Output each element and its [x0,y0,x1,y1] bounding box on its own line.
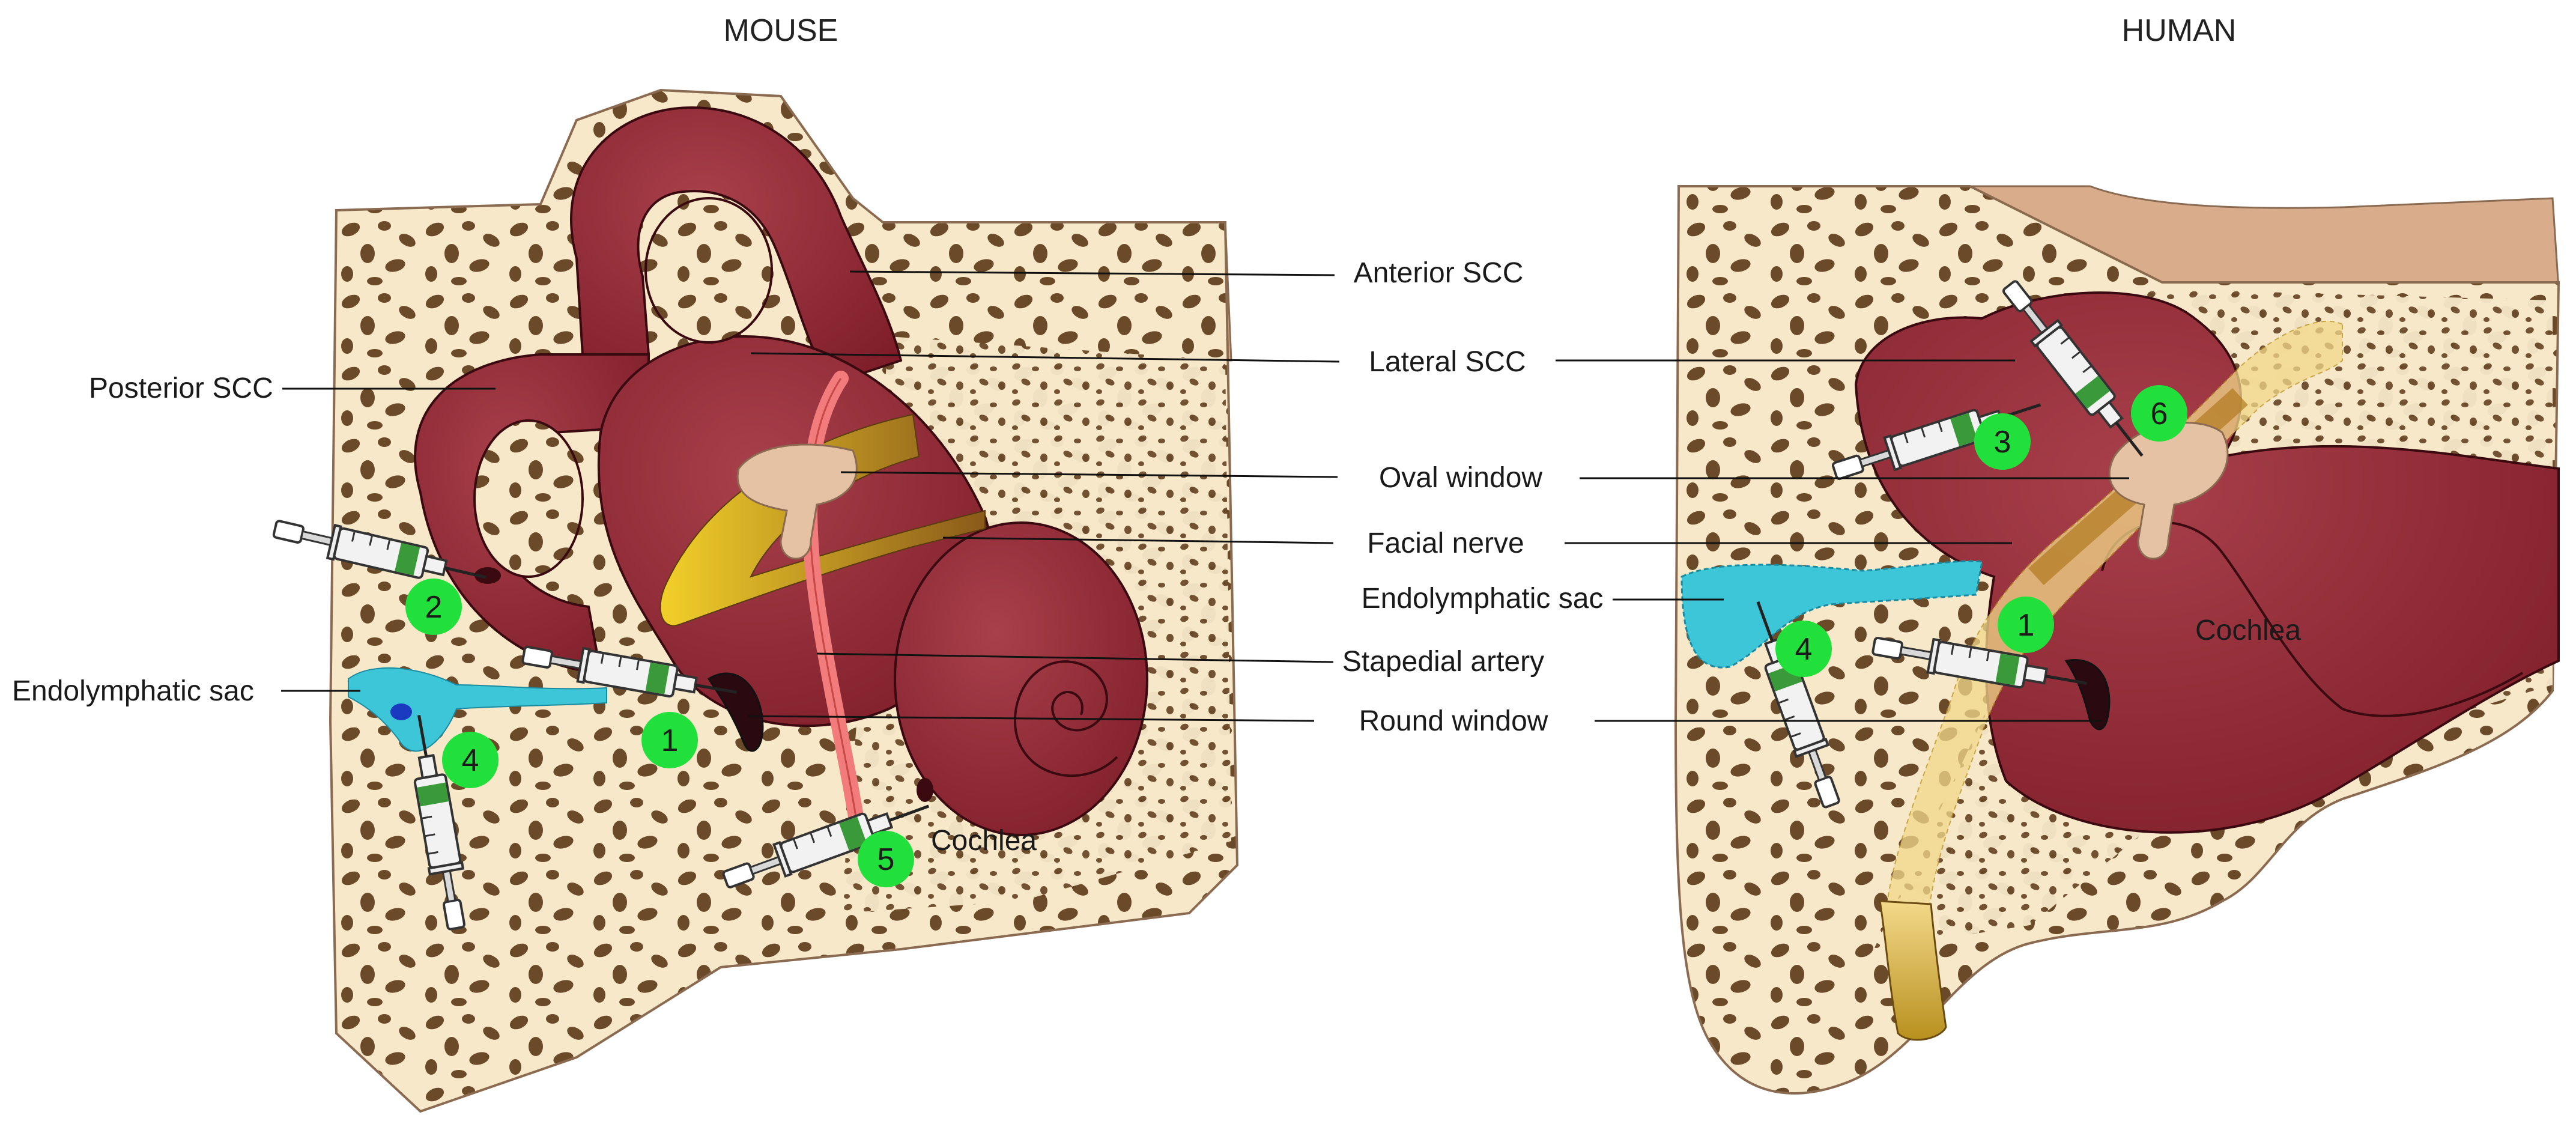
label-facial-nerve: Facial nerve [1367,527,1524,559]
label-anterior-scc: Anterior SCC [1354,257,1524,289]
mouse-marker-4-label: 4 [462,743,479,778]
mouse-cochlea-label: Cochlea [931,825,1037,857]
mouse-cochlea-injection-point [917,778,933,802]
leader-lateral-scc-mouse [750,352,1340,363]
label-round-window: Round window [1359,705,1548,737]
label-endolymphatic-sac-mouse: Endolymphatic sac [12,675,254,707]
label-stapedial-artery: Stapedial artery [1342,646,1544,678]
mouse-cochlea [894,521,1148,836]
human-marker-1-label: 1 [2017,608,2035,643]
mouse-marker-1-label: 1 [661,723,679,758]
mouse-marker-5 [858,831,914,887]
leader-facial-nerve-mouse [942,536,1334,544]
human-marker-6 [2131,385,2187,442]
leader-stapedial-artery [816,652,1334,663]
human-facial-nerve-stump [1879,900,1947,1041]
mouse-psc-injection-point [474,567,501,584]
human-marker-3 [1974,413,2031,470]
mouse-marker-4 [442,732,499,788]
mouse-panel [271,88,1239,1113]
human-marker-1 [1998,597,2054,653]
label-lateral-scc: Lateral SCC [1369,346,1526,378]
human-marker-4-label: 4 [1795,632,1813,667]
mouse-title: MOUSE [724,13,838,48]
label-oval-window: Oval window [1379,462,1542,494]
mouse-endolymphatic-sac-injection-point [390,703,412,720]
human-endolymphatic-sac [1680,560,1983,669]
human-stapes [2108,422,2229,560]
mouse-anterior-scc [570,106,903,386]
mouse-endolymphatic-sac [348,667,607,752]
human-skin-layer [1969,185,2560,290]
mouse-round-window [707,672,764,752]
mouse-posterior-scc-lumen [473,419,584,578]
leader-lines [281,270,2129,722]
mouse-facial-nerve [659,413,986,627]
leader-oval-window-mouse [840,471,1338,478]
mouse-stapes [736,443,858,560]
mouse-stapedial-artery-edge [808,378,878,866]
leader-round-window-mouse [747,715,1315,722]
mouse-marker-1 [641,712,698,768]
human-marker-4 [1775,621,1832,677]
human-panel [1674,185,2560,1095]
human-marker-3-label: 3 [1994,425,2011,460]
human-cochlea-label: Cochlea [2195,615,2301,646]
mouse-anterior-scc-lumen [644,197,773,344]
mouse-cochlea-spiral [1013,660,1118,777]
human-marker-6-label: 6 [2151,396,2168,431]
label-posterior-scc: Posterior SCC [89,372,273,404]
human-round-window [2064,659,2111,731]
human-title: HUMAN [2122,13,2237,48]
label-endolymphatic-sac-human: Endolymphatic sac [1362,583,1604,615]
mouse-marker-2 [405,579,462,635]
mouse-marker-2-label: 2 [425,590,443,625]
mouse-marker-5-label: 5 [877,842,895,877]
leader-anterior-scc [849,270,1335,276]
